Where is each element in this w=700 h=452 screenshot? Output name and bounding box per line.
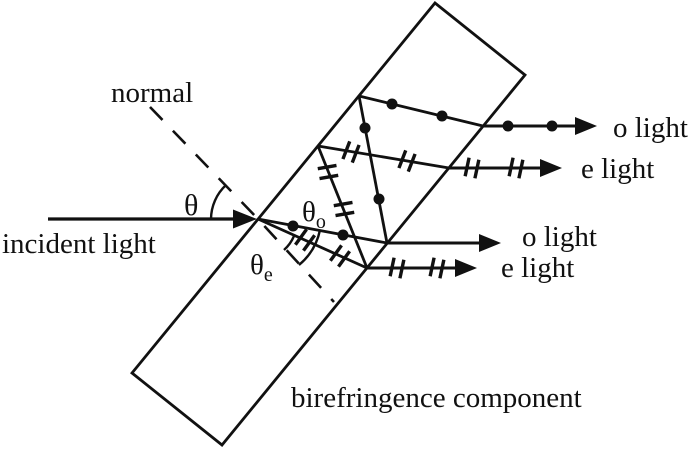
double-tick-marker-icon bbox=[333, 200, 355, 218]
double-tick-marker-icon bbox=[507, 157, 525, 179]
o-ray-internal-1 bbox=[257, 217, 388, 245]
label-birefringence-component: birefringence component bbox=[291, 382, 582, 414]
dot-marker-icon bbox=[337, 229, 349, 241]
double-tick-marker-icon bbox=[328, 244, 352, 268]
double-tick-marker-icon bbox=[388, 257, 406, 279]
theta-e-subscript: e bbox=[264, 264, 273, 286]
double-tick-marker-icon bbox=[463, 157, 481, 179]
double-tick-marker-icon bbox=[397, 149, 417, 173]
o-upper-arrowhead-icon bbox=[575, 117, 597, 135]
double-tick-marker-icon bbox=[293, 228, 317, 252]
incident-arrowhead-icon bbox=[233, 209, 257, 229]
label-e-light-upper: e light bbox=[581, 153, 654, 185]
theta-o-arc bbox=[298, 229, 322, 266]
o-ray-dots bbox=[287, 98, 558, 241]
dot-marker-icon bbox=[359, 122, 371, 134]
double-tick-marker-icon bbox=[341, 140, 361, 164]
label-normal: normal bbox=[111, 77, 193, 109]
label-e-light-lower: e light bbox=[501, 252, 574, 284]
o-lower-arrowhead-icon bbox=[479, 234, 501, 252]
e-ray-ticks bbox=[293, 140, 525, 279]
o-ray-internal-2 bbox=[358, 94, 484, 128]
dot-marker-icon bbox=[287, 220, 299, 232]
label-theta-o: θo bbox=[302, 196, 326, 233]
dot-marker-icon bbox=[502, 120, 514, 132]
double-tick-marker-icon bbox=[317, 163, 339, 181]
label-o-light-upper: o light bbox=[613, 112, 688, 144]
double-tick-marker-icon bbox=[428, 257, 446, 279]
e-lower-arrowhead-icon bbox=[455, 259, 477, 277]
theta-o-symbol: θ bbox=[302, 196, 316, 228]
e-upper-arrowhead-icon bbox=[540, 159, 562, 177]
label-theta: θ bbox=[184, 189, 198, 222]
label-theta-e: θe bbox=[250, 249, 273, 286]
e-ray-internal-1 bbox=[257, 217, 368, 270]
e-ray-internal-2 bbox=[317, 144, 450, 170]
dot-marker-icon bbox=[373, 193, 385, 205]
crystal-outline bbox=[130, 1, 527, 447]
theta-o-subscript: o bbox=[316, 211, 326, 233]
theta-e-arc bbox=[283, 235, 296, 251]
dot-marker-icon bbox=[436, 110, 448, 122]
label-incident-light: incident light bbox=[2, 228, 156, 260]
theta-e-symbol: θ bbox=[250, 249, 264, 281]
label-o-light-lower: o light bbox=[522, 221, 597, 253]
dot-marker-icon bbox=[546, 120, 558, 132]
dot-marker-icon bbox=[386, 98, 398, 110]
o-ray-reflected bbox=[357, 95, 389, 244]
theta-arc bbox=[209, 184, 227, 220]
